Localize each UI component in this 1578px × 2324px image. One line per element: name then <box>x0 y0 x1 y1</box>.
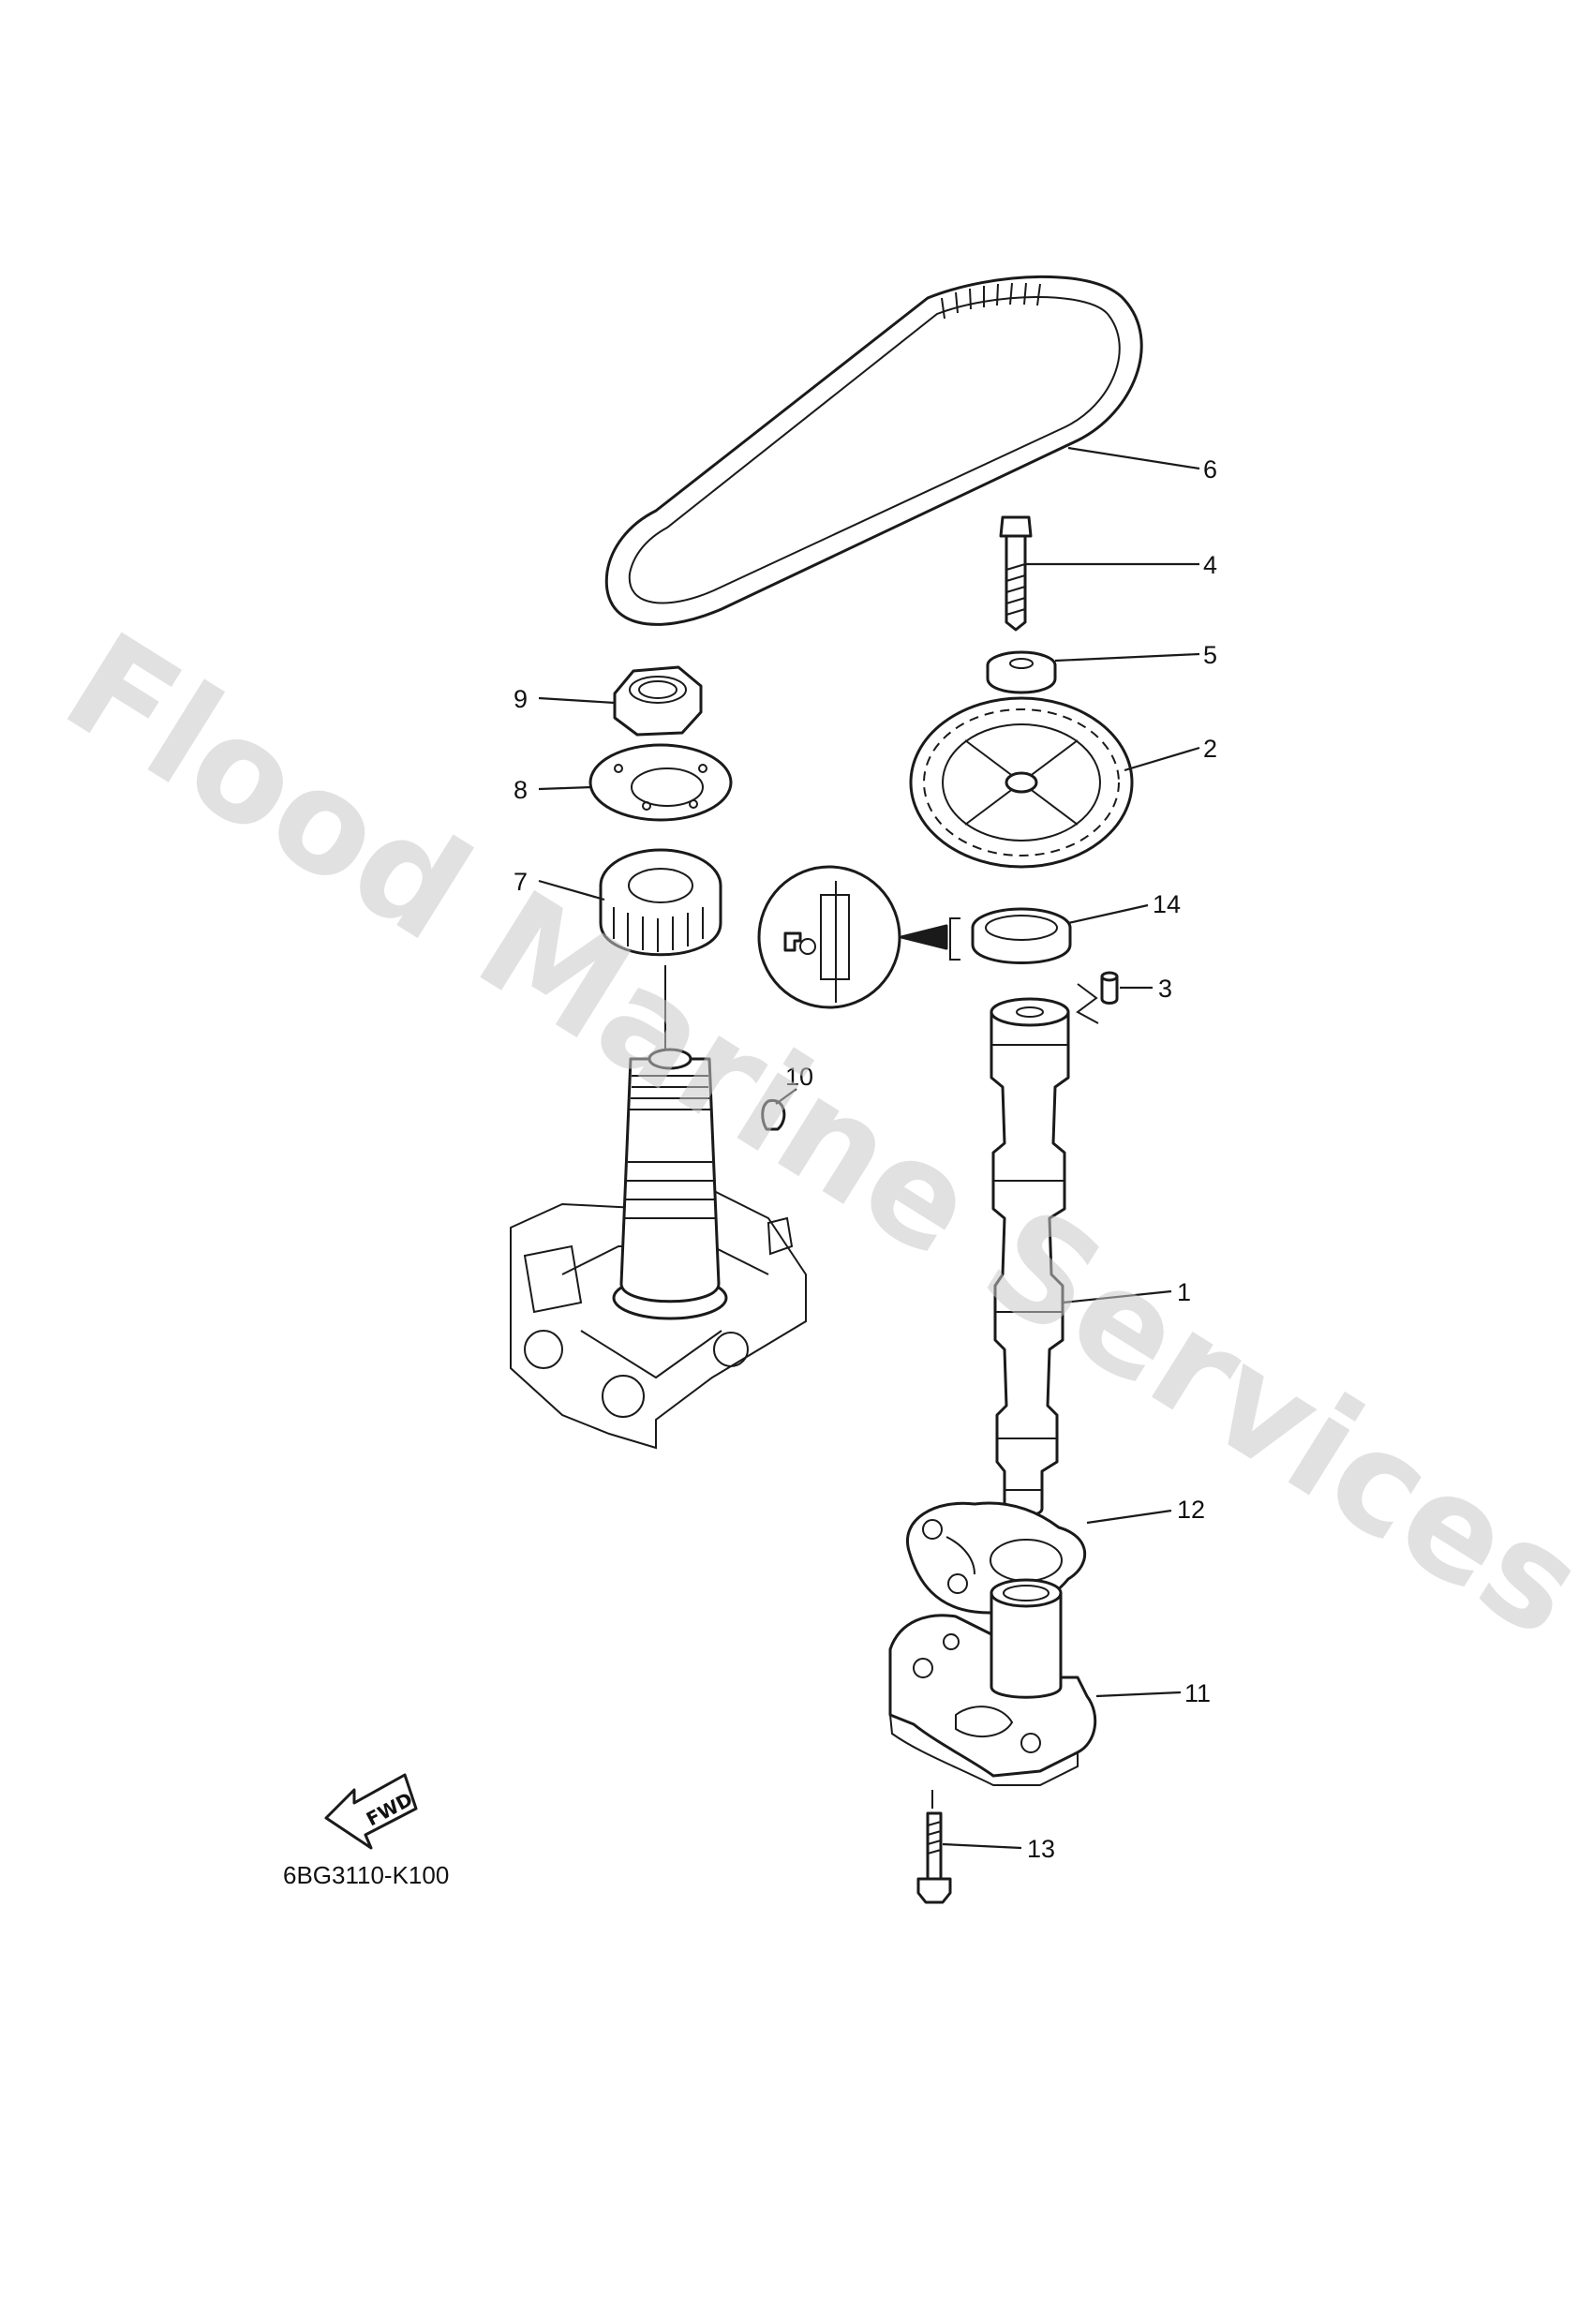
dowel-pin <box>1100 971 1119 1005</box>
timing-belt <box>604 275 1143 626</box>
callout-3: 3 <box>1158 975 1172 1003</box>
camshaft-pulley-bolt <box>999 515 1033 632</box>
callout-11: 11 <box>1184 1679 1211 1707</box>
washer <box>986 650 1057 694</box>
callout-7: 7 <box>514 868 528 896</box>
seal-detail-bubble <box>757 865 960 1009</box>
crankshaft-end <box>612 1048 728 1320</box>
callout-8: 8 <box>514 776 528 804</box>
camshaft-pulley <box>909 696 1134 869</box>
woodruff-key <box>761 1098 786 1131</box>
callout-14: 14 <box>1153 890 1181 918</box>
callout-2: 2 <box>1203 735 1217 763</box>
callout-6: 6 <box>1203 455 1217 484</box>
callout-13: 13 <box>1027 1835 1055 1863</box>
callout-numbers: 6 4 5 2 14 3 1 12 11 13 9 8 7 10 <box>514 455 1217 1863</box>
oil-pump <box>888 1578 1097 1786</box>
crankshaft-pulley <box>599 848 722 957</box>
forward-direction-arrow: FWD <box>324 1773 418 1850</box>
crankshaft-plate <box>588 743 733 822</box>
callout-9: 9 <box>514 685 528 713</box>
leader-lines <box>538 446 1200 1850</box>
callout-5: 5 <box>1203 641 1217 669</box>
diagram-code: 6BG3110-K100 <box>283 1861 449 1889</box>
callout-1: 1 <box>1177 1278 1191 1306</box>
callout-12: 12 <box>1177 1496 1205 1524</box>
crankshaft-nut <box>613 665 703 737</box>
oil-pump-bolt <box>916 1811 952 1904</box>
oil-seal <box>971 907 1072 964</box>
callout-10: 10 <box>785 1063 813 1091</box>
callout-4: 4 <box>1203 551 1217 579</box>
watermark-text: Flood Marine Services <box>38 603 1578 1669</box>
